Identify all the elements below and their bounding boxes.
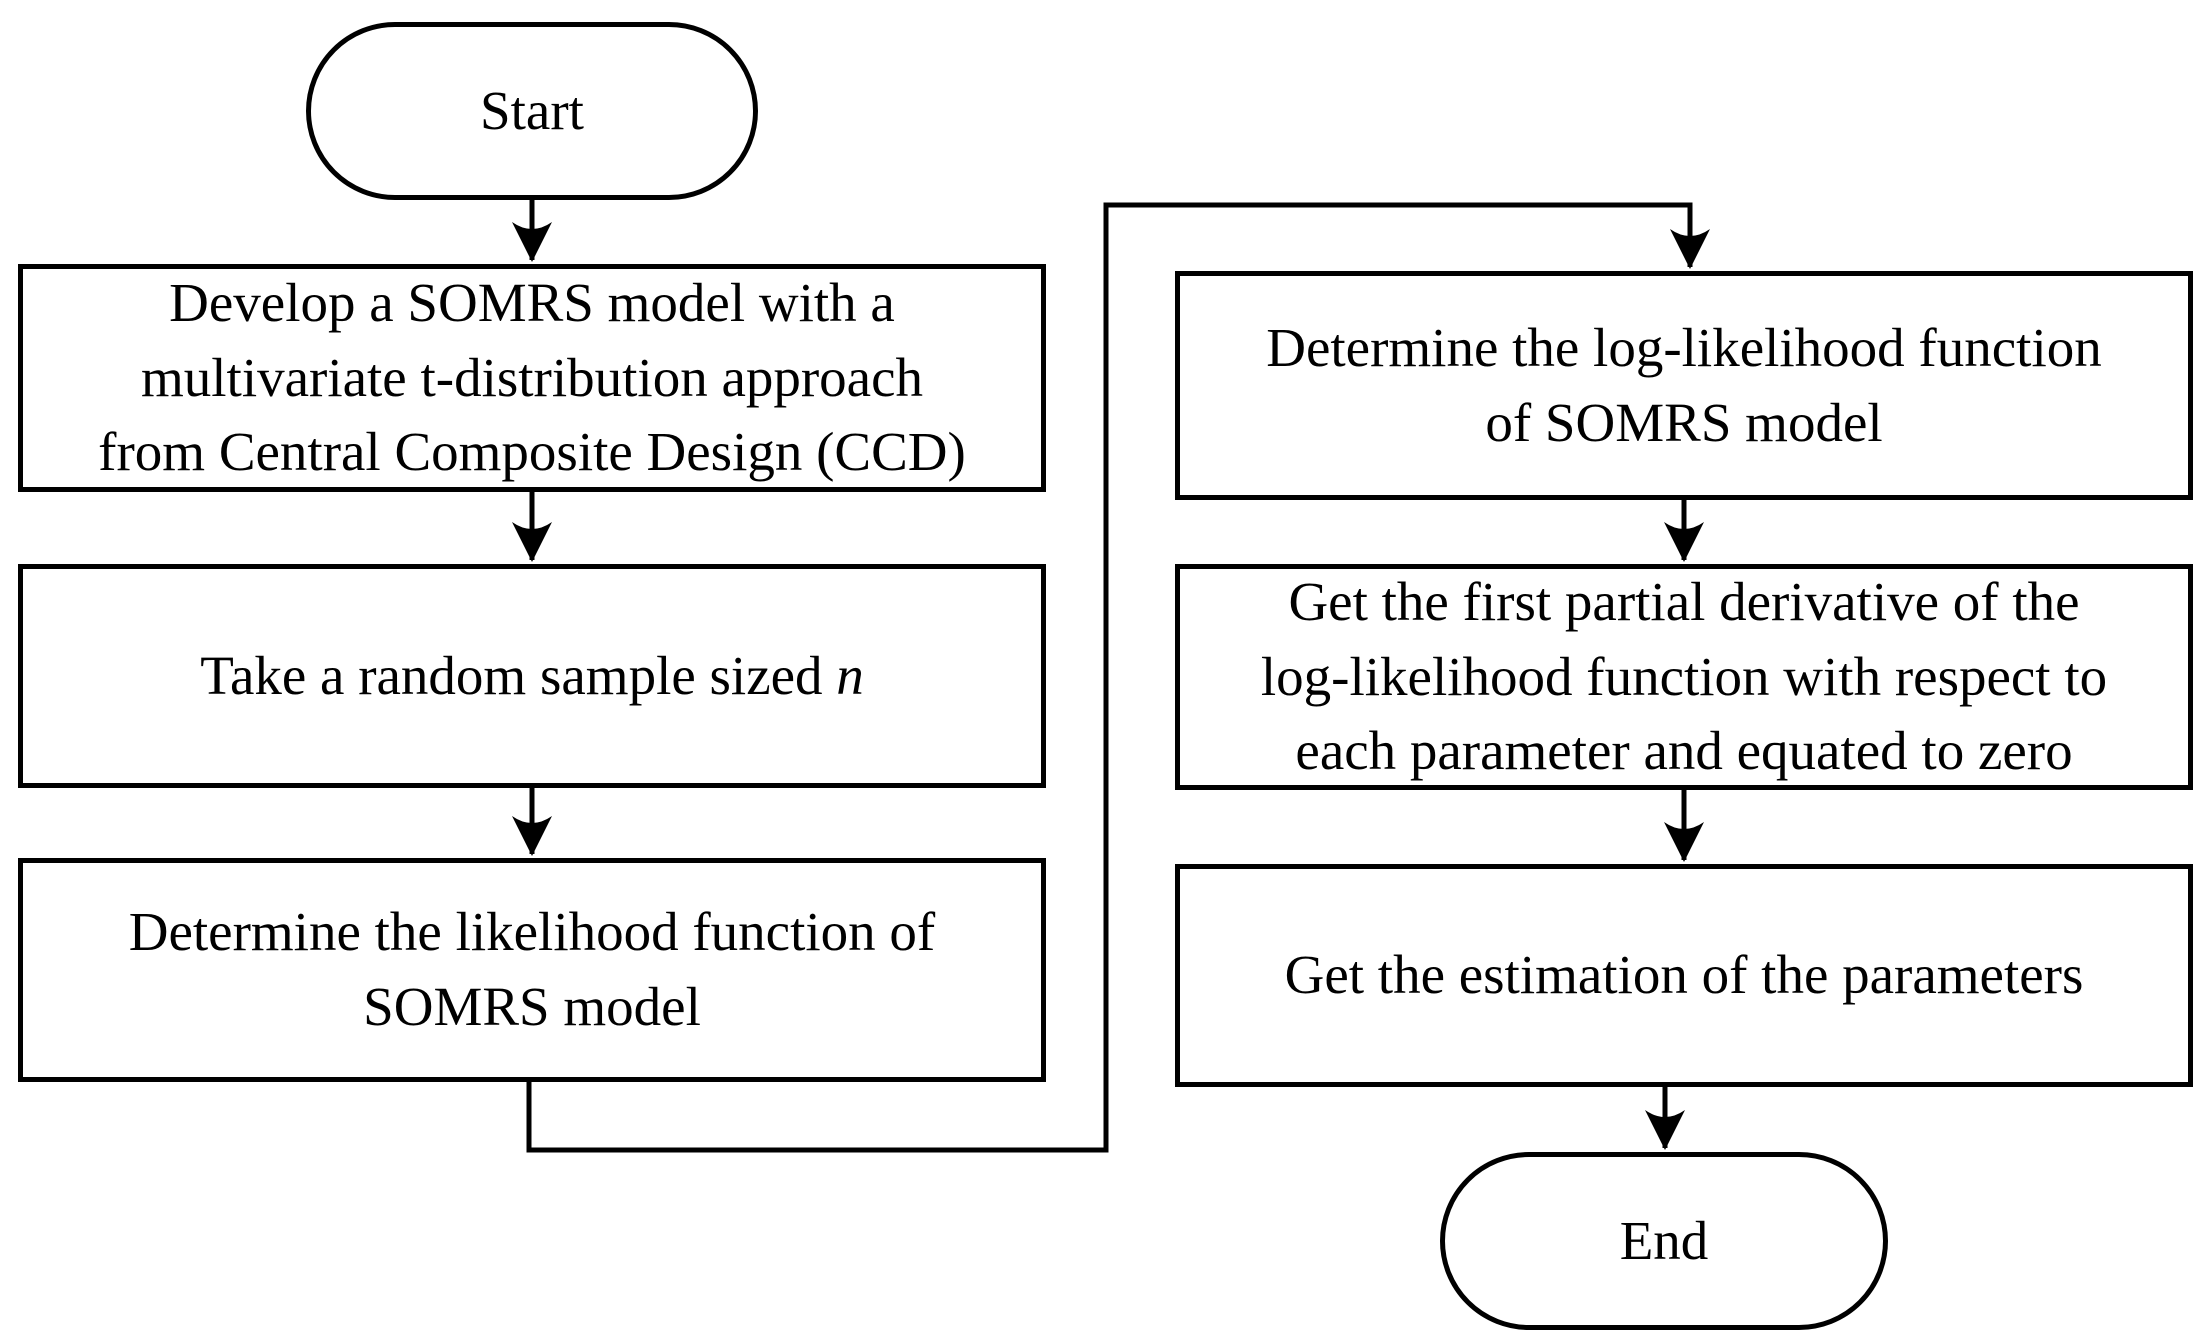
process-text-line: Take a random sample sized n [200,639,864,714]
process-first-partial-derivative: Get the first partial derivative of the … [1175,564,2193,790]
process-develop-somrs-model: Develop a SOMRS model with a multivariat… [18,264,1046,492]
start-terminator: Start [306,22,758,200]
process-text-line: from Central Composite Design (CCD) [98,421,966,483]
process-likelihood-function: Determine the likelihood function of SOM… [18,858,1046,1082]
process-text-line: Determine the log-likelihood function [1266,316,2102,378]
process-text-line: log-likelihood function with respect to [1260,645,2108,707]
sample-size-variable: n [836,644,864,706]
process-text-line: each parameter and equated to zero [1295,720,2073,782]
end-label: End [1619,1209,1709,1271]
process-text-line: Get the first partial derivative of the [1288,570,2080,632]
start-label: Start [480,79,584,141]
process-text-line: Determine the likelihood function of [128,901,936,963]
process-parameter-estimation: Get the estimation of the parameters [1175,864,2193,1087]
process-text: Take a random sample sized [200,644,837,706]
process-text-line: Get the estimation of the parameters [1284,944,2084,1006]
process-text-line: Develop a SOMRS model with a [169,271,895,333]
process-text-line: of SOMRS model [1485,391,1883,453]
process-random-sample: Take a random sample sized n [18,564,1046,788]
process-text-line: multivariate t-distribution approach [140,346,923,408]
end-terminator: End [1440,1152,1888,1330]
process-text-line: SOMRS model [363,976,701,1037]
process-log-likelihood-function: Determine the log-likelihood function of… [1175,271,2193,500]
